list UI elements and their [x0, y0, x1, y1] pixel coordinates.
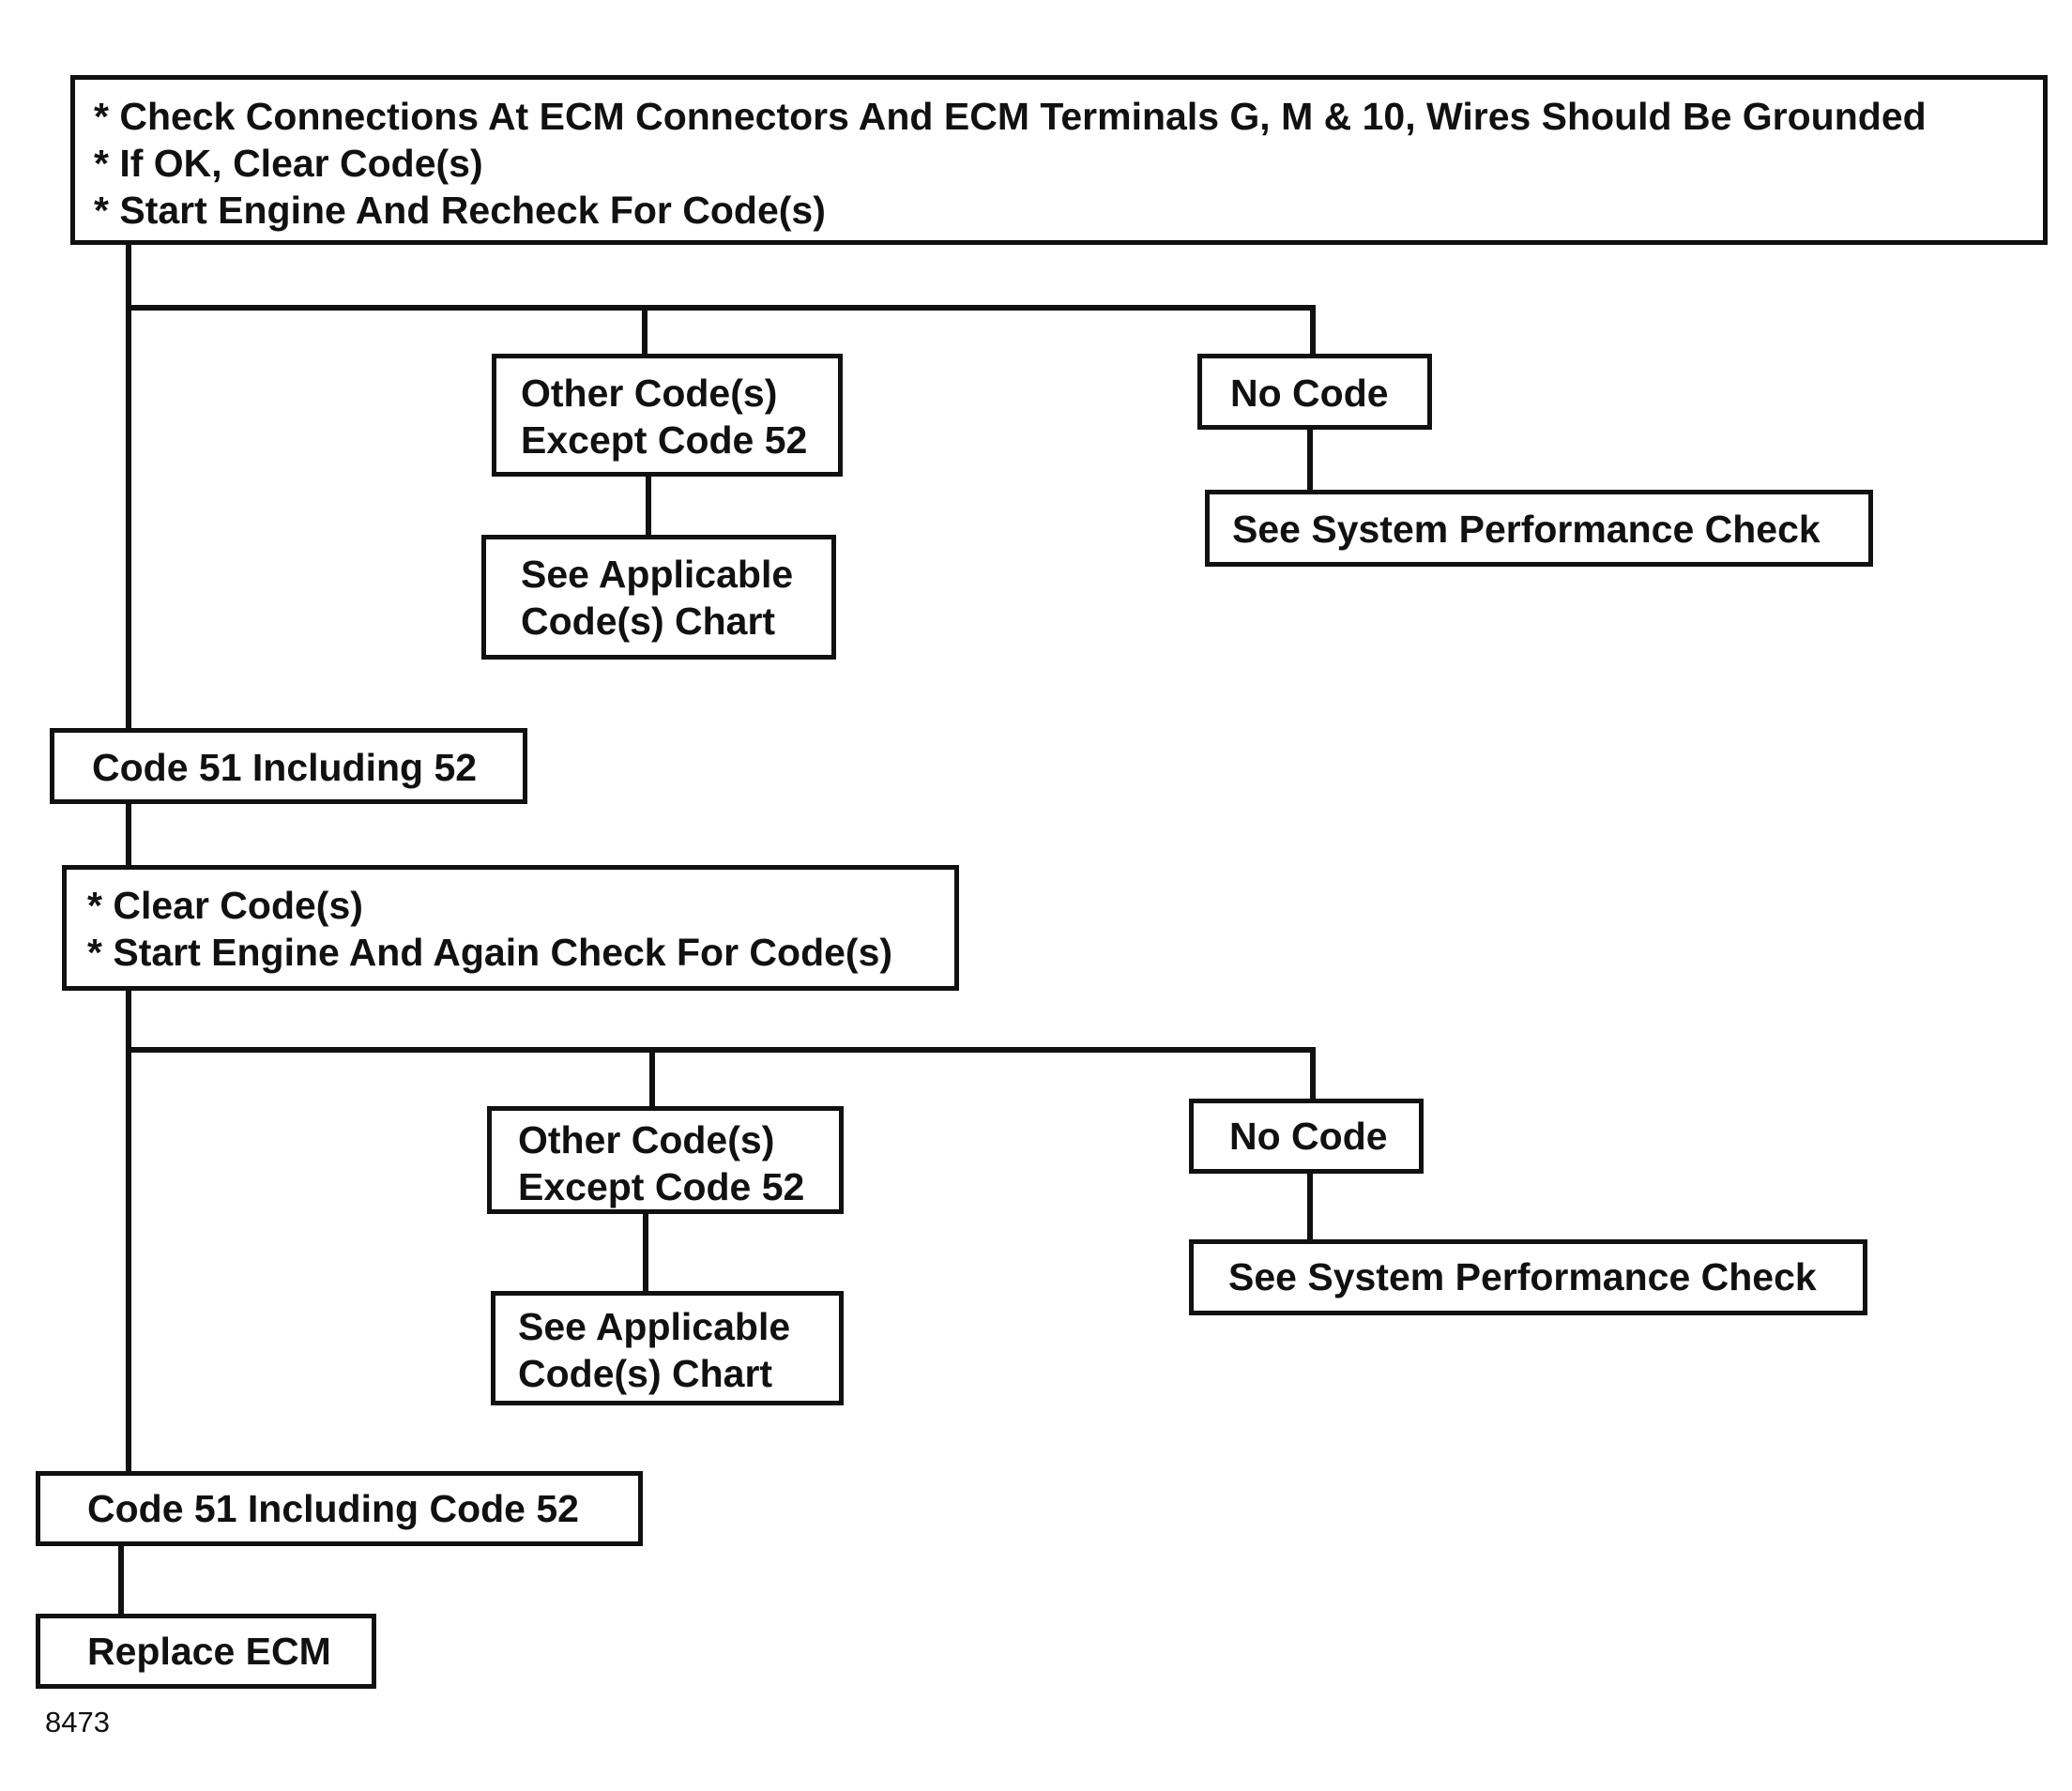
- see-chart-box-1: See Applicable Code(s) Chart: [481, 535, 836, 660]
- replace-ecm-box: Replace ECM: [36, 1614, 376, 1689]
- see-chart-1-line-1: See Applicable: [521, 553, 794, 596]
- code51-1-label: Code 51 Including 52: [92, 746, 478, 789]
- top-check-line-1: * Check Connections At ECM Connectors An…: [94, 95, 1927, 138]
- figure-number: 8473: [45, 1706, 110, 1738]
- connector-other-to-chart-2: [643, 1212, 648, 1295]
- other-codes-box-2: Other Code(s) Except Code 52: [487, 1106, 844, 1214]
- see-perf-box-1: See System Performance Check: [1205, 490, 1873, 567]
- see-perf-2-label: See System Performance Check: [1228, 1255, 1817, 1298]
- connector-no-code-to-perf-2: [1307, 1172, 1313, 1241]
- other-codes-2-line-1: Other Code(s): [518, 1118, 775, 1161]
- connector-other-to-chart-1: [646, 475, 651, 537]
- see-chart-1-line-2: Code(s) Chart: [521, 600, 776, 643]
- top-check-box: * Check Connections At ECM Connectors An…: [70, 75, 2048, 245]
- code51-2-label: Code 51 Including Code 52: [87, 1487, 579, 1530]
- no-code-box-1: No Code: [1197, 354, 1432, 430]
- connector-code51-to-replace: [118, 1544, 124, 1617]
- connector-to-other-codes-1: [642, 305, 648, 355]
- connector-branch-bar-2: [126, 1047, 1316, 1053]
- see-chart-box-2: See Applicable Code(s) Chart: [491, 1291, 844, 1405]
- connector-trunk-1: [126, 242, 131, 730]
- see-chart-2-line-1: See Applicable: [518, 1305, 791, 1348]
- clear-check-line-1: * Clear Code(s): [87, 884, 363, 927]
- replace-ecm-label: Replace ECM: [87, 1630, 331, 1673]
- other-codes-box-1: Other Code(s) Except Code 52: [492, 354, 843, 477]
- code51-box-2: Code 51 Including Code 52: [36, 1471, 643, 1546]
- clear-check-box: * Clear Code(s) * Start Engine And Again…: [62, 865, 959, 991]
- connector-code51-to-clear: [126, 802, 131, 868]
- see-chart-2-line-2: Code(s) Chart: [518, 1352, 773, 1395]
- no-code-2-label: No Code: [1229, 1115, 1388, 1158]
- no-code-box-2: No Code: [1189, 1099, 1424, 1174]
- code51-box-1: Code 51 Including 52: [50, 728, 527, 804]
- see-perf-box-2: See System Performance Check: [1189, 1239, 1867, 1315]
- connector-no-code-to-perf-1: [1307, 428, 1313, 493]
- clear-check-line-2: * Start Engine And Again Check For Code(…: [87, 931, 893, 974]
- no-code-1-label: No Code: [1230, 372, 1389, 415]
- other-codes-1-line-2: Except Code 52: [521, 418, 808, 462]
- connector-to-no-code-2: [1310, 1047, 1316, 1101]
- top-check-line-2: * If OK, Clear Code(s): [94, 142, 483, 185]
- connector-to-other-codes-2: [649, 1047, 655, 1109]
- top-check-line-3: * Start Engine And Recheck For Code(s): [94, 189, 826, 232]
- see-perf-1-label: See System Performance Check: [1232, 508, 1821, 551]
- connector-to-no-code-1: [1310, 305, 1316, 355]
- other-codes-2-line-2: Except Code 52: [518, 1165, 805, 1208]
- connector-branch-bar-1: [126, 305, 1316, 311]
- connector-trunk-2: [126, 989, 131, 1477]
- other-codes-1-line-1: Other Code(s): [521, 372, 778, 415]
